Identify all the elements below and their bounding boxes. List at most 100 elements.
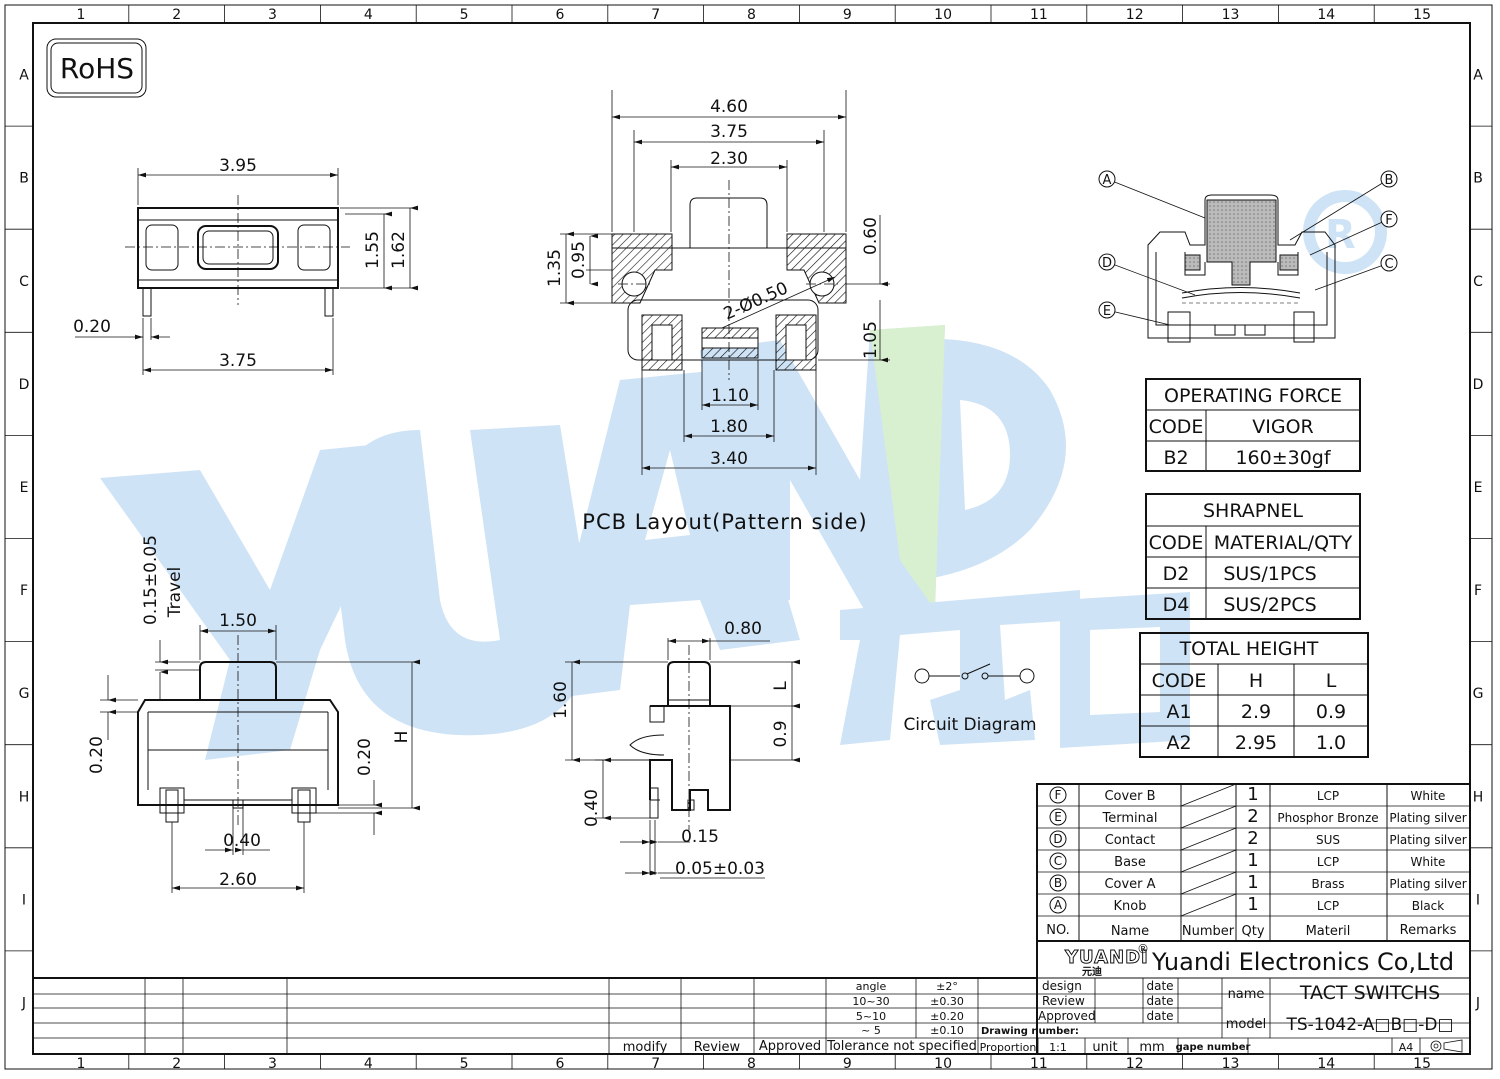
callout-leader bbox=[1309, 218, 1390, 256]
company-logo: YUANDI bbox=[1064, 947, 1149, 968]
border-row-label: D bbox=[19, 377, 30, 393]
border-column-label: 9 bbox=[843, 1056, 852, 1072]
projection-symbol-icon bbox=[1430, 1039, 1463, 1053]
border-column-label: 15 bbox=[1413, 1056, 1431, 1072]
modify-label: modify bbox=[623, 1040, 668, 1055]
border-row-label: H bbox=[19, 789, 30, 805]
bom-no-circle bbox=[1049, 852, 1067, 870]
bom-h-name: Name bbox=[1111, 924, 1149, 939]
drawing-number-label: Drawing number: bbox=[981, 1026, 1079, 1037]
tol-r1-label: 10~30 bbox=[852, 995, 889, 1008]
border-column-label: 7 bbox=[651, 7, 660, 23]
bom-qty: 2 bbox=[1247, 806, 1258, 827]
th-r1-code: A2 bbox=[1166, 732, 1191, 754]
border-row-label: J bbox=[21, 995, 26, 1011]
dim-460: 4.60 bbox=[710, 97, 748, 117]
dim-160: 1.60 bbox=[551, 681, 571, 719]
th-r0-code: A1 bbox=[1166, 701, 1191, 723]
border-row-label: B bbox=[1473, 171, 1483, 187]
rohs-badge: RoHS bbox=[46, 38, 147, 98]
bom-qty: 2 bbox=[1247, 828, 1258, 849]
tol-r1-value: ±0.30 bbox=[930, 995, 964, 1008]
border-row-label: A bbox=[19, 68, 29, 84]
bom-number-slash bbox=[1180, 805, 1237, 829]
date-label-2: date bbox=[1146, 994, 1173, 1008]
callout-circle bbox=[1098, 170, 1116, 188]
dim-09: 0.9 bbox=[771, 720, 791, 747]
th-r1-h: 2.95 bbox=[1235, 732, 1277, 754]
border-column-label: 4 bbox=[364, 7, 373, 23]
bom-no: F bbox=[1055, 788, 1062, 802]
bom-h-number: Number bbox=[1182, 924, 1235, 939]
dim-105: 1.05 bbox=[861, 321, 881, 359]
border-row-label: F bbox=[1474, 583, 1482, 599]
th-r1-l: 1.0 bbox=[1316, 732, 1346, 754]
design-label: design bbox=[1042, 979, 1082, 993]
bom-qty: 1 bbox=[1247, 872, 1258, 893]
border-row-label: A bbox=[1473, 68, 1483, 84]
border-row-label: I bbox=[22, 892, 26, 908]
pcb-caption: PCB Layout(Pattern side) bbox=[582, 510, 867, 534]
of-h-code: CODE bbox=[1149, 416, 1204, 438]
border-column-label: 10 bbox=[934, 7, 952, 23]
review-label-bottom: Review bbox=[694, 1040, 741, 1055]
sh-h-mat: MATERIAL/QTY bbox=[1214, 532, 1353, 554]
dim-pin: 0.20 bbox=[73, 317, 111, 337]
callout-circle bbox=[1380, 170, 1398, 188]
dim-bottom-width: 3.75 bbox=[219, 351, 257, 371]
bom-qty: 1 bbox=[1247, 850, 1258, 871]
border-column-label: 11 bbox=[1030, 1056, 1048, 1072]
border-column-label: 10 bbox=[934, 1056, 952, 1072]
border-row-label: B bbox=[19, 171, 29, 187]
dim-155: 1.55 bbox=[363, 231, 383, 269]
bom-name: Cover A bbox=[1104, 877, 1155, 892]
dim-020-left: 0.20 bbox=[87, 736, 107, 774]
border-column-label: 13 bbox=[1222, 1056, 1240, 1072]
dim-095: 0.95 bbox=[569, 241, 589, 279]
border-column-label: 5 bbox=[460, 7, 469, 23]
bom-name: Knob bbox=[1114, 899, 1147, 914]
border-column-label: 3 bbox=[268, 1056, 277, 1072]
th-r0-l: 0.9 bbox=[1316, 701, 1346, 723]
logo-reg-mark: ® bbox=[1137, 942, 1149, 956]
svg-text:R: R bbox=[1325, 212, 1356, 258]
date-label-3: date bbox=[1146, 1009, 1173, 1023]
callout-label: A bbox=[1103, 173, 1112, 188]
border-row-label: F bbox=[20, 583, 28, 599]
dim-040-side: 0.40 bbox=[582, 789, 602, 827]
bom-material: LCP bbox=[1317, 899, 1339, 913]
border-row-label: H bbox=[1473, 789, 1484, 805]
sh-r0-code: D2 bbox=[1163, 563, 1190, 585]
dim-340: 3.40 bbox=[710, 449, 748, 469]
bom-name: Contact bbox=[1105, 833, 1156, 848]
border-column-label: 4 bbox=[364, 1056, 373, 1072]
bom-number-slash bbox=[1180, 849, 1237, 873]
callout-label: F bbox=[1385, 213, 1392, 228]
dim-375: 3.75 bbox=[710, 122, 748, 142]
bom-material: LCP bbox=[1317, 855, 1339, 869]
border-column-label: 2 bbox=[172, 7, 181, 23]
sh-r0-mat: SUS/1PCS bbox=[1223, 563, 1316, 585]
bom-no: C bbox=[1054, 854, 1062, 868]
shrapnel-table: SHRAPNEL CODE MATERIAL/QTY D2 SUS/1PCS D… bbox=[1145, 493, 1361, 620]
dim-020-right: 0.20 bbox=[355, 738, 375, 776]
callout-circle bbox=[1380, 210, 1398, 228]
dim-l: L bbox=[771, 681, 791, 691]
th-h-code: CODE bbox=[1152, 670, 1207, 692]
proportion-label: Proportion bbox=[980, 1041, 1037, 1054]
tol-r0-value: ±2° bbox=[936, 980, 958, 993]
operating-force-table: OPERATING FORCE CODE VIGOR B2 160±30gf bbox=[1145, 378, 1361, 472]
callout-circle bbox=[1098, 253, 1116, 271]
of-r0-code: B2 bbox=[1163, 447, 1188, 469]
unit-value: mm bbox=[1139, 1040, 1164, 1055]
dim-162: 1.62 bbox=[389, 231, 409, 269]
dim-travel: 0.15±0.05 bbox=[141, 535, 161, 625]
title-block: YUANDI 元迪 ® Yuandi Electronics Co,Ltd an… bbox=[33, 941, 1470, 1055]
bom-material: Phosphor Bronze bbox=[1277, 811, 1378, 825]
bom-no: D bbox=[1053, 832, 1062, 846]
circuit-caption: Circuit Diagram bbox=[903, 715, 1036, 735]
approved-label-bottom: Approved bbox=[759, 1039, 821, 1054]
